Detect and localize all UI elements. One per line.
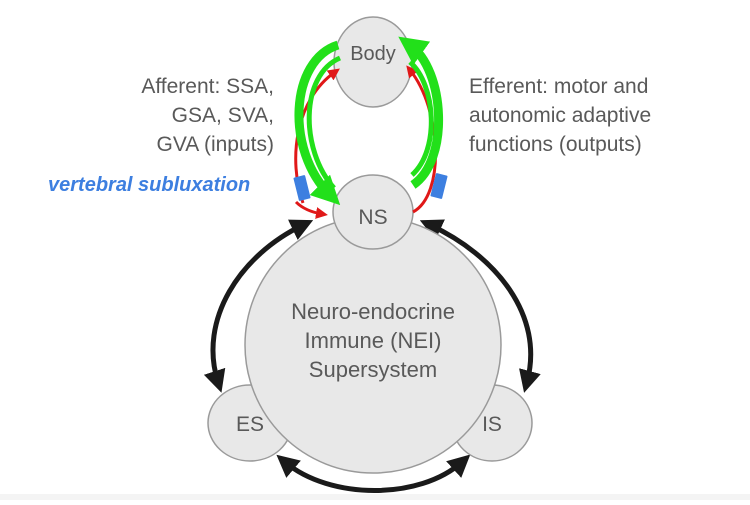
efferent-label: Efferent: motor and autonomic adaptive f… — [469, 72, 739, 159]
ns-label: NS — [358, 206, 387, 229]
es-is-arrow — [276, 454, 471, 493]
body-label: Body — [350, 43, 396, 65]
efferent-label-line: functions (outputs) — [469, 133, 642, 156]
bottom-divider — [0, 494, 750, 500]
subluxation-marker-left — [293, 175, 311, 201]
ns-es-arrow — [203, 219, 314, 393]
afferent-label: Afferent: SSA, GSA, SVA, GVA (inputs) — [60, 72, 274, 159]
efferent-tail — [294, 200, 328, 219]
afferent-arrow-right — [398, 36, 443, 189]
vertebral-subluxation-label: vertebral subluxation — [48, 174, 251, 196]
nei-label-line-1: Neuro-endocrine — [291, 299, 455, 324]
nei-label-line-3: Supersystem — [309, 357, 437, 382]
afferent-label-line: GVA (inputs) — [156, 133, 275, 156]
ns-is-arrow — [419, 219, 541, 393]
nei-label-line-2: Immune (NEI) — [305, 328, 442, 353]
afferent-arrow-left-inner — [306, 55, 342, 190]
es-label: ES — [236, 413, 264, 436]
afferent-arrow-left — [294, 40, 341, 206]
efferent-label-line: Efferent: motor and — [469, 75, 649, 98]
afferent-label-line: GSA, SVA, — [171, 104, 274, 127]
efferent-label-line: autonomic adaptive — [469, 104, 652, 127]
afferent-label-line: Afferent: SSA, — [141, 75, 274, 98]
subluxation-marker-right — [430, 173, 448, 199]
is-label: IS — [482, 413, 502, 436]
afferent-arrow-right-inner — [408, 60, 434, 177]
